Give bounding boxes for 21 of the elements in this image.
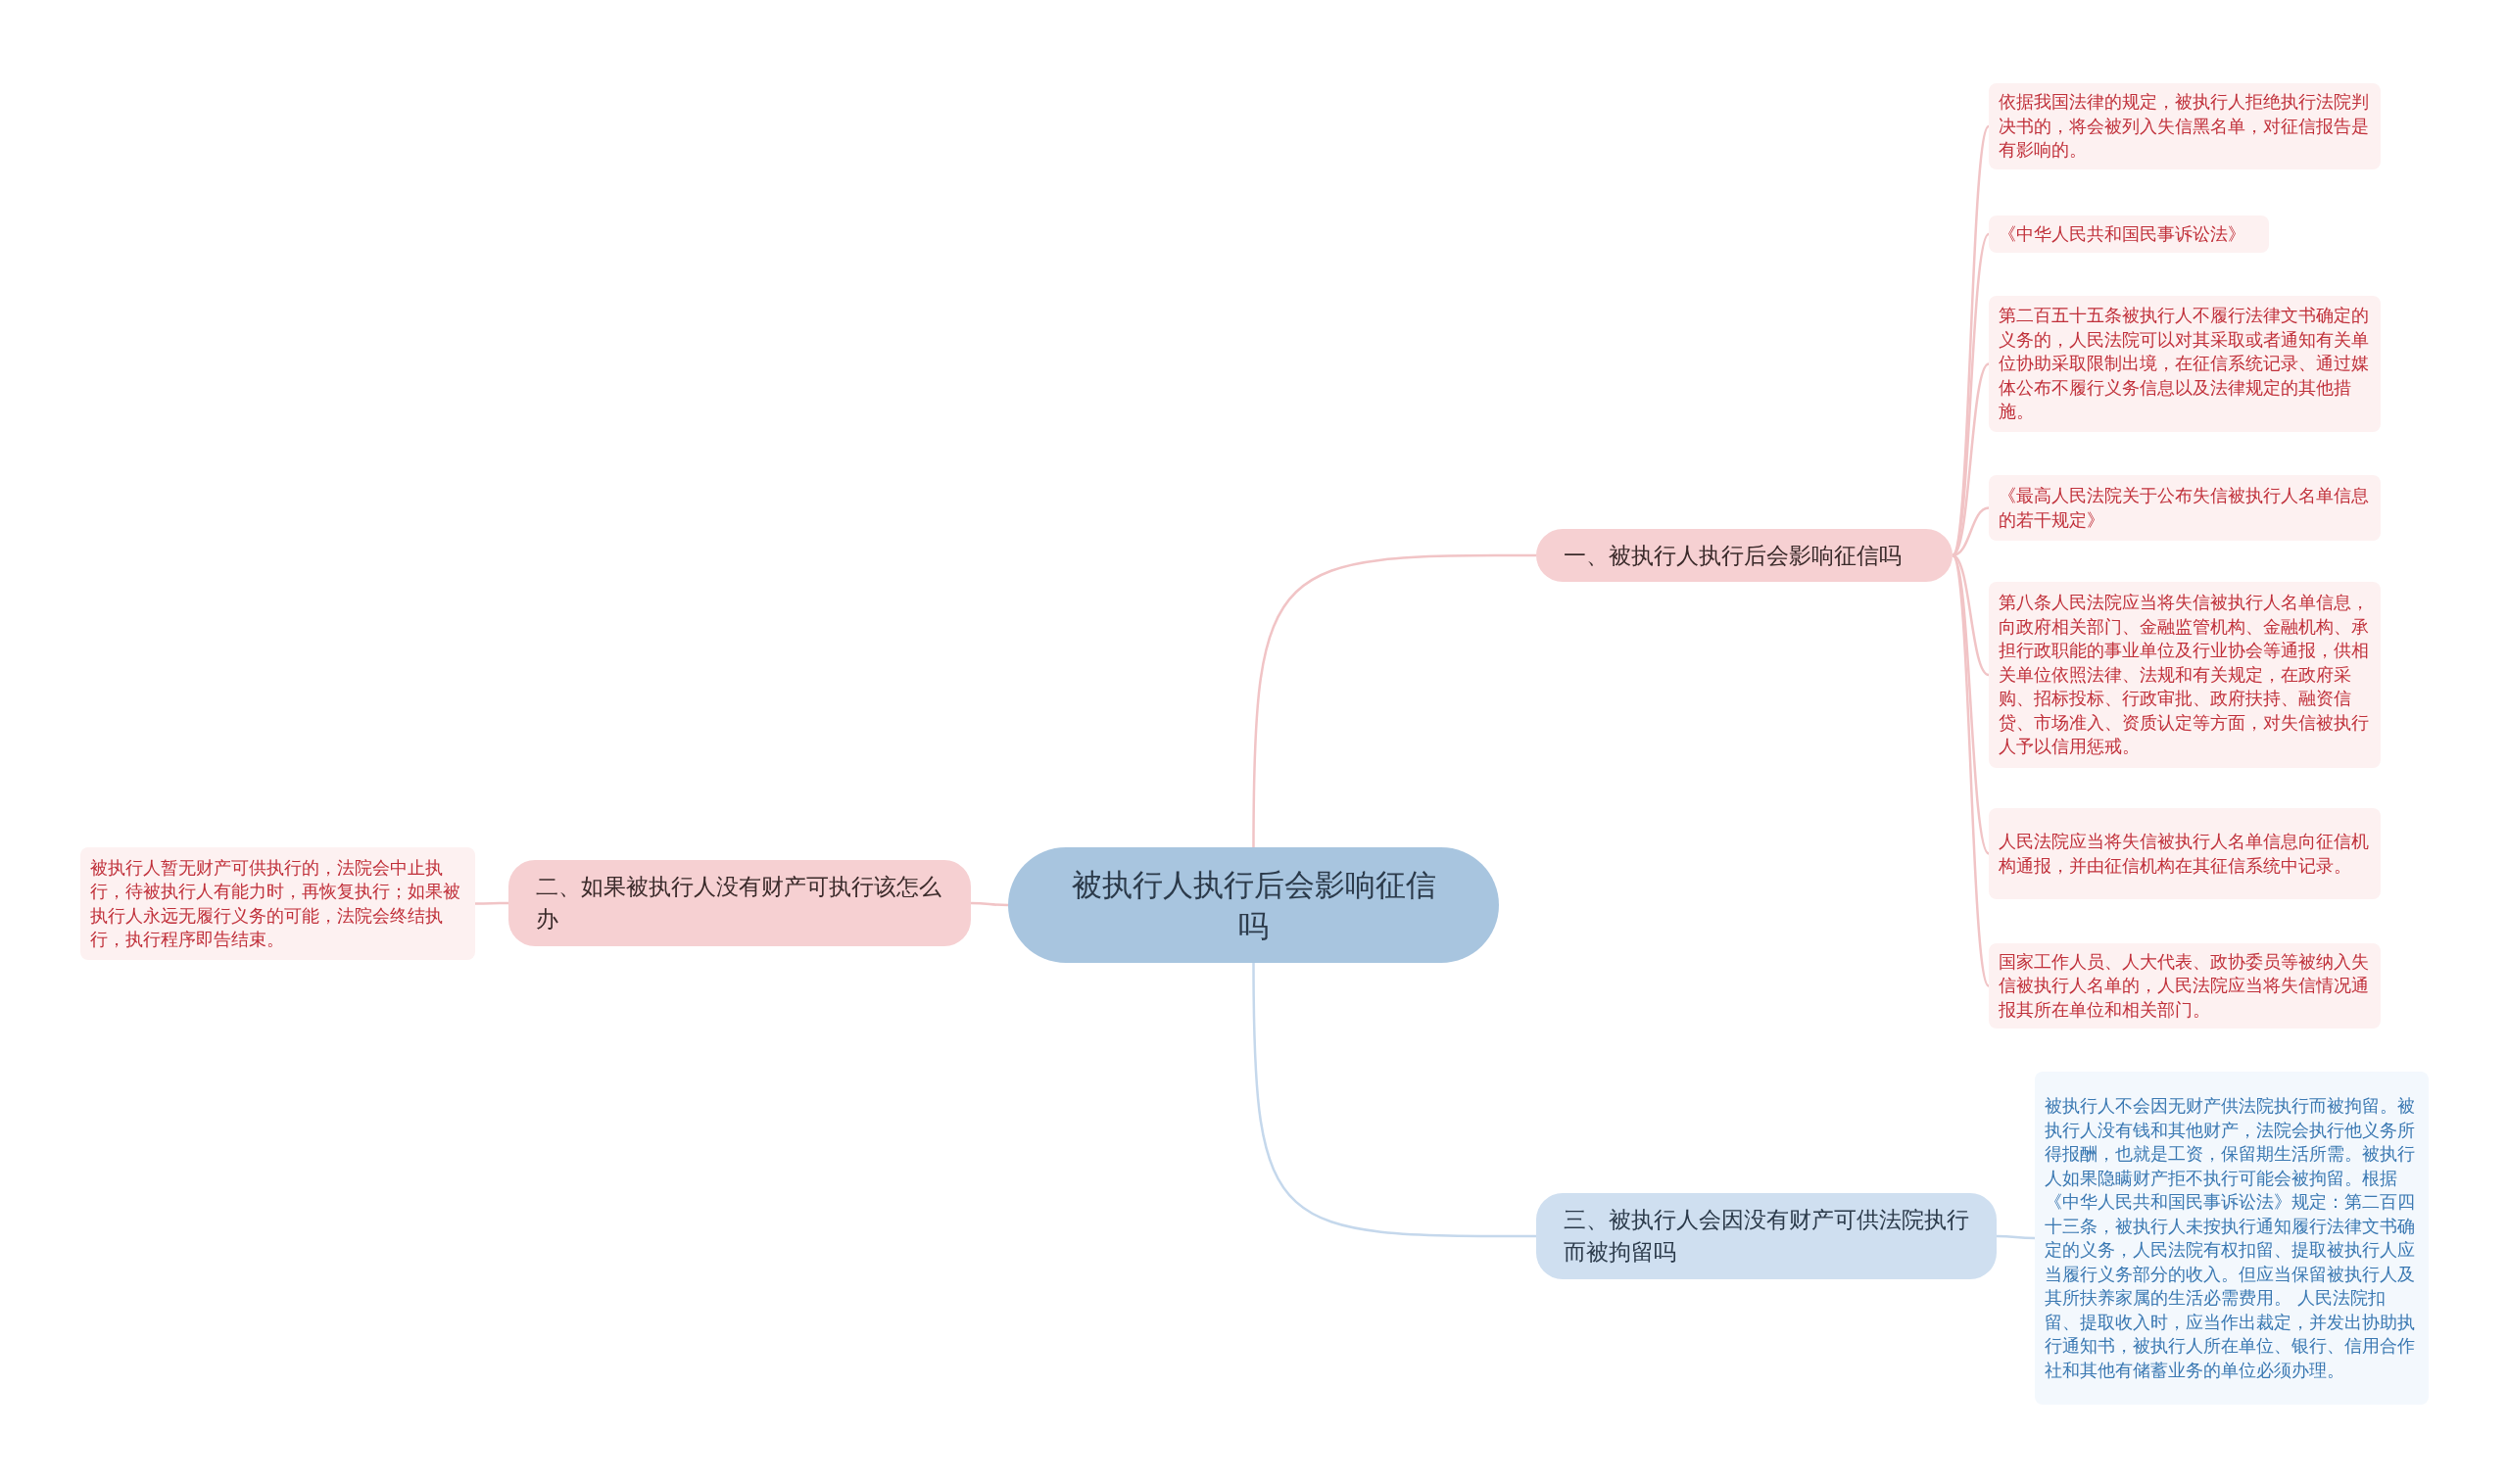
connector-line <box>1952 554 1990 855</box>
note-box: 依据我国法律的规定，被执行人拒绝执行法院判决书的，将会被列入失信黑名单，对征信报告是有影响的。 <box>1989 83 2381 169</box>
note-box: 第二百五十五条被执行人不履行法律文书确定的义务的，人民法院可以对其采取或者通知有关单位协助采取限制出境，在征信系统记录、通过媒体公布不履行义务信息以及法律规定的其他措施。 <box>1989 296 2381 432</box>
note-box: 被执行人暂无财产可供执行的，法院会中止执行，待被执行人有能力时，再恢复执行；如果被执行人永远无履行义务的可能，法院会终结执行，执行程序即告结束。 <box>80 847 475 960</box>
central-topic: 被执行人执行后会影响征信吗 <box>1008 847 1499 963</box>
note-box: 《中华人民共和国民事诉讼法》 <box>1989 215 2269 253</box>
connector-line <box>1997 1234 2035 1240</box>
connector-line <box>475 901 508 905</box>
connector-line <box>1252 963 1536 1238</box>
connector-line <box>1951 233 1991 556</box>
note-box: 被执行人不会因无财产供法院执行而被拘留。被执行人没有钱和其他财产，法院会执行他义务所得报酬，也就是工资，保留期生活所需。被执行人如果隐瞒财产拒不执行可能会被拘留。根据《中华人民共和国民事诉讼法》规定：第二百四十三条，被执行人未按执行通知履行法律文书确定的义务，人民法院有权扣留、提取被执行人应当履行义务部分的收入。但应当保留被执行人及其所扶养家属的生活必需费用。 人民法院扣留、提取收入时，应当作出裁定，并发出协助执行通知书，被执行人所在单位、银行、信用合作社和其他有储蓄业务的单位必须办理。 <box>2035 1072 2429 1405</box>
note-box: 第八条人民法院应当将失信被执行人名单信息，向政府相关部门、金融监管机构、金融机构、承担行政职能的事业单位及行业协会等通报，供相关单位依照法律、法规和有关规定，在政府采购、招标投标、行政审批、政府扶持、融资信贷、市场准入、资质认定等方面，对失信被执行人予以信用惩戒。 <box>1989 582 2381 768</box>
note-box: 国家工作人员、人大代表、政协委员等被纳入失信被执行人名单的，人民法院应当将失信情况通报其所在单位和相关部门。 <box>1989 943 2381 1029</box>
note-box: 人民法院应当将失信被执行人名单信息向征信机构通报，并由征信机构在其征信系统中记录。 <box>1989 808 2381 899</box>
connector-line <box>971 901 1008 907</box>
note-box: 《最高人民法院关于公布失信被执行人名单信息的若干规定》 <box>1989 475 2381 541</box>
branch-topic: 二、如果被执行人没有财产可执行该怎么办 <box>508 860 971 946</box>
connector-line <box>1951 554 1991 987</box>
branch-topic: 三、被执行人会因没有财产可供法院执行而被拘留吗 <box>1536 1193 1997 1279</box>
connector-line <box>1252 553 1536 847</box>
branch-topic: 一、被执行人执行后会影响征信吗 <box>1536 529 1953 582</box>
